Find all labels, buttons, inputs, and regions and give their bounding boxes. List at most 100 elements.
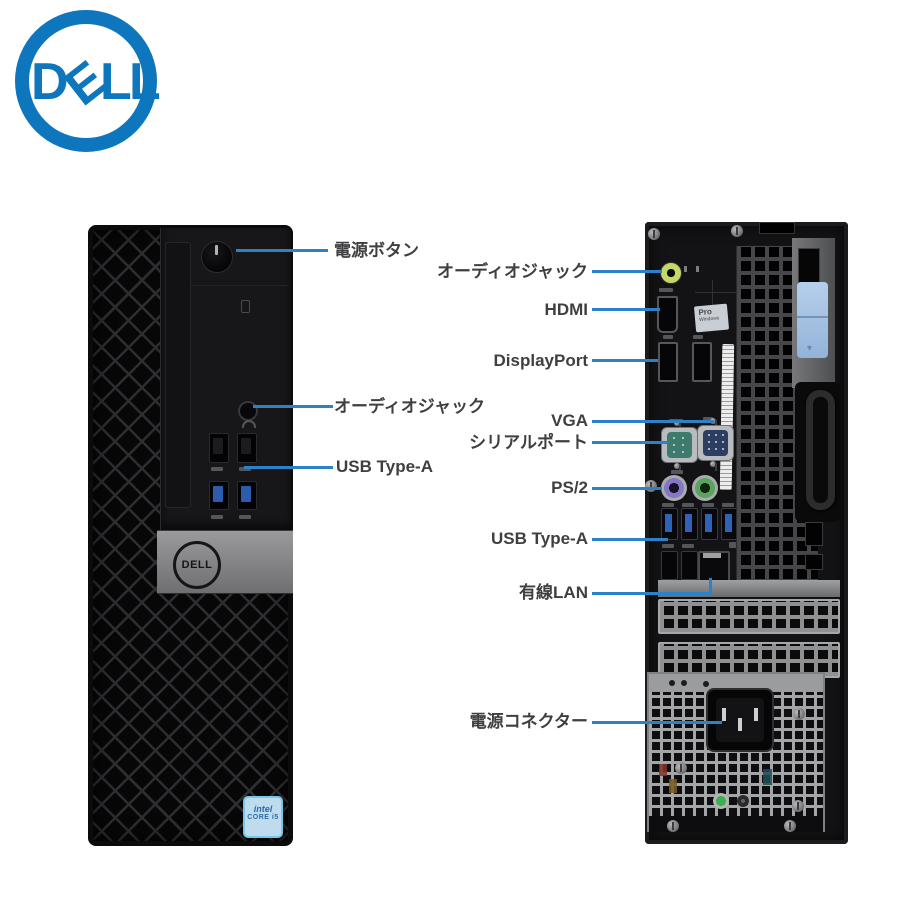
front-io-panel — [160, 228, 291, 531]
dell-logo-ring — [15, 10, 157, 152]
usb-icon — [662, 544, 674, 548]
usb3-port-front-1 — [209, 481, 229, 510]
label-wired-lan: 有線LAN — [519, 583, 588, 602]
panel-etch — [695, 292, 750, 293]
label-power-connector: 電源コネクター — [469, 712, 588, 731]
audio-jack-front-port — [238, 401, 258, 421]
expansion-slot-cover-1 — [658, 599, 840, 634]
dell-logo-letter-l1: L — [100, 53, 132, 111]
leader-audio-jack-front — [253, 405, 333, 408]
label-displayport: DisplayPort — [493, 351, 588, 370]
lan-port — [698, 551, 730, 585]
hdmi-icon — [659, 288, 673, 292]
service-tag-sticker — [719, 343, 735, 491]
panel-etch — [712, 280, 713, 308]
wire-glimpse — [763, 769, 772, 785]
label-usb-type-a-front: USB Type-A — [336, 457, 433, 476]
usb-icon — [211, 467, 223, 471]
displayport-port-2 — [692, 342, 712, 382]
usb3-port-back-3 — [701, 508, 718, 540]
dell-logo-letter-l2: L — [129, 53, 161, 111]
usb3-port-front-2 — [237, 481, 257, 510]
ps2-mouse-port — [692, 475, 718, 501]
headphone-icon — [242, 420, 256, 428]
intel-sticker-logo: intel — [253, 804, 273, 814]
psu-led — [713, 793, 729, 809]
dell-logo: D E L L — [15, 10, 161, 152]
displayport-icon — [693, 335, 703, 339]
top-latch-tab — [759, 222, 795, 234]
usb-ss-icon — [211, 515, 223, 519]
front-badge-band: DELL — [157, 530, 293, 594]
carry-handle — [806, 390, 835, 510]
usb-ss-icon — [682, 503, 694, 507]
wire-glimpse — [659, 764, 667, 776]
vga-port — [697, 425, 734, 461]
displayport-port-1 — [658, 342, 678, 382]
ps2-keyboard-port — [661, 475, 687, 501]
leader-usb-back — [592, 538, 668, 541]
leader-vga — [592, 420, 714, 423]
expansion-slot-cover-2 — [658, 642, 840, 678]
screw — [645, 480, 657, 492]
dell-front-badge: DELL — [173, 541, 221, 589]
vga-icon — [703, 417, 713, 422]
usb2-port-front-2 — [237, 433, 257, 463]
usb-ss-icon — [239, 515, 251, 519]
leader-lan-v — [709, 578, 712, 595]
psu-test-button — [737, 795, 749, 807]
label-usb-type-a-back: USB Type-A — [491, 529, 588, 548]
audio-jack-back-port — [660, 262, 682, 284]
usb3-port-back-1 — [661, 508, 678, 540]
power-button — [201, 241, 233, 273]
displayport-icon — [663, 335, 673, 339]
ps2-icon — [671, 470, 683, 474]
intel-core-sticker: intel CORE i5 — [243, 796, 283, 838]
audio-icon — [684, 266, 699, 272]
screw — [731, 225, 743, 237]
port-screw — [674, 420, 681, 430]
power-connector-inlet — [706, 688, 774, 752]
leader-serial — [592, 441, 668, 444]
lan-icon — [729, 542, 737, 548]
front-view-tower: DELL intel CORE i5 — [88, 225, 293, 846]
usb-ss-icon — [702, 503, 714, 507]
wire-glimpse — [669, 779, 677, 793]
optical-bay-groove — [165, 242, 191, 508]
panel-seam — [191, 285, 289, 286]
leader-ps2 — [592, 487, 662, 490]
label-power-button: 電源ボタン — [334, 241, 419, 260]
usb-ss-icon — [662, 503, 674, 507]
windows-sticker-line2: Windows — [698, 315, 720, 324]
back-view-tower: Pro Windows — [645, 222, 848, 844]
leader-usb-front — [244, 466, 333, 469]
port-screw — [710, 461, 717, 471]
psu-screw — [792, 800, 804, 812]
padlock-ring-cutout — [805, 554, 823, 570]
leader-displayport — [592, 359, 658, 362]
security-slot — [798, 248, 820, 286]
windows-pro-sticker: Pro Windows — [693, 303, 730, 333]
screw — [648, 228, 660, 240]
usb-ss-icon — [722, 503, 734, 507]
dell-logo-letter-d: D — [31, 53, 69, 111]
label-ps2: PS/2 — [551, 478, 588, 497]
serial-port — [661, 427, 698, 463]
usb2-port-back-2 — [681, 551, 698, 580]
psu-screw — [675, 762, 687, 774]
leader-power-connector — [592, 721, 722, 724]
leader-lan-h — [592, 592, 712, 595]
leader-hdmi — [592, 308, 660, 311]
drive-activity-icon — [241, 300, 250, 313]
usb2-port-front-1 — [209, 433, 229, 463]
label-serial-port: シリアルポート — [469, 433, 588, 452]
leader-power-button — [236, 249, 328, 252]
usb2-port-back-1 — [661, 551, 678, 580]
label-vga: VGA — [551, 411, 588, 430]
label-audio-jack-front: オーディオジャック — [334, 397, 485, 416]
usb-icon — [239, 467, 251, 471]
lock-cutout — [805, 522, 823, 546]
power-button-mark — [215, 245, 218, 255]
leader-audio-jack-back — [592, 270, 662, 273]
